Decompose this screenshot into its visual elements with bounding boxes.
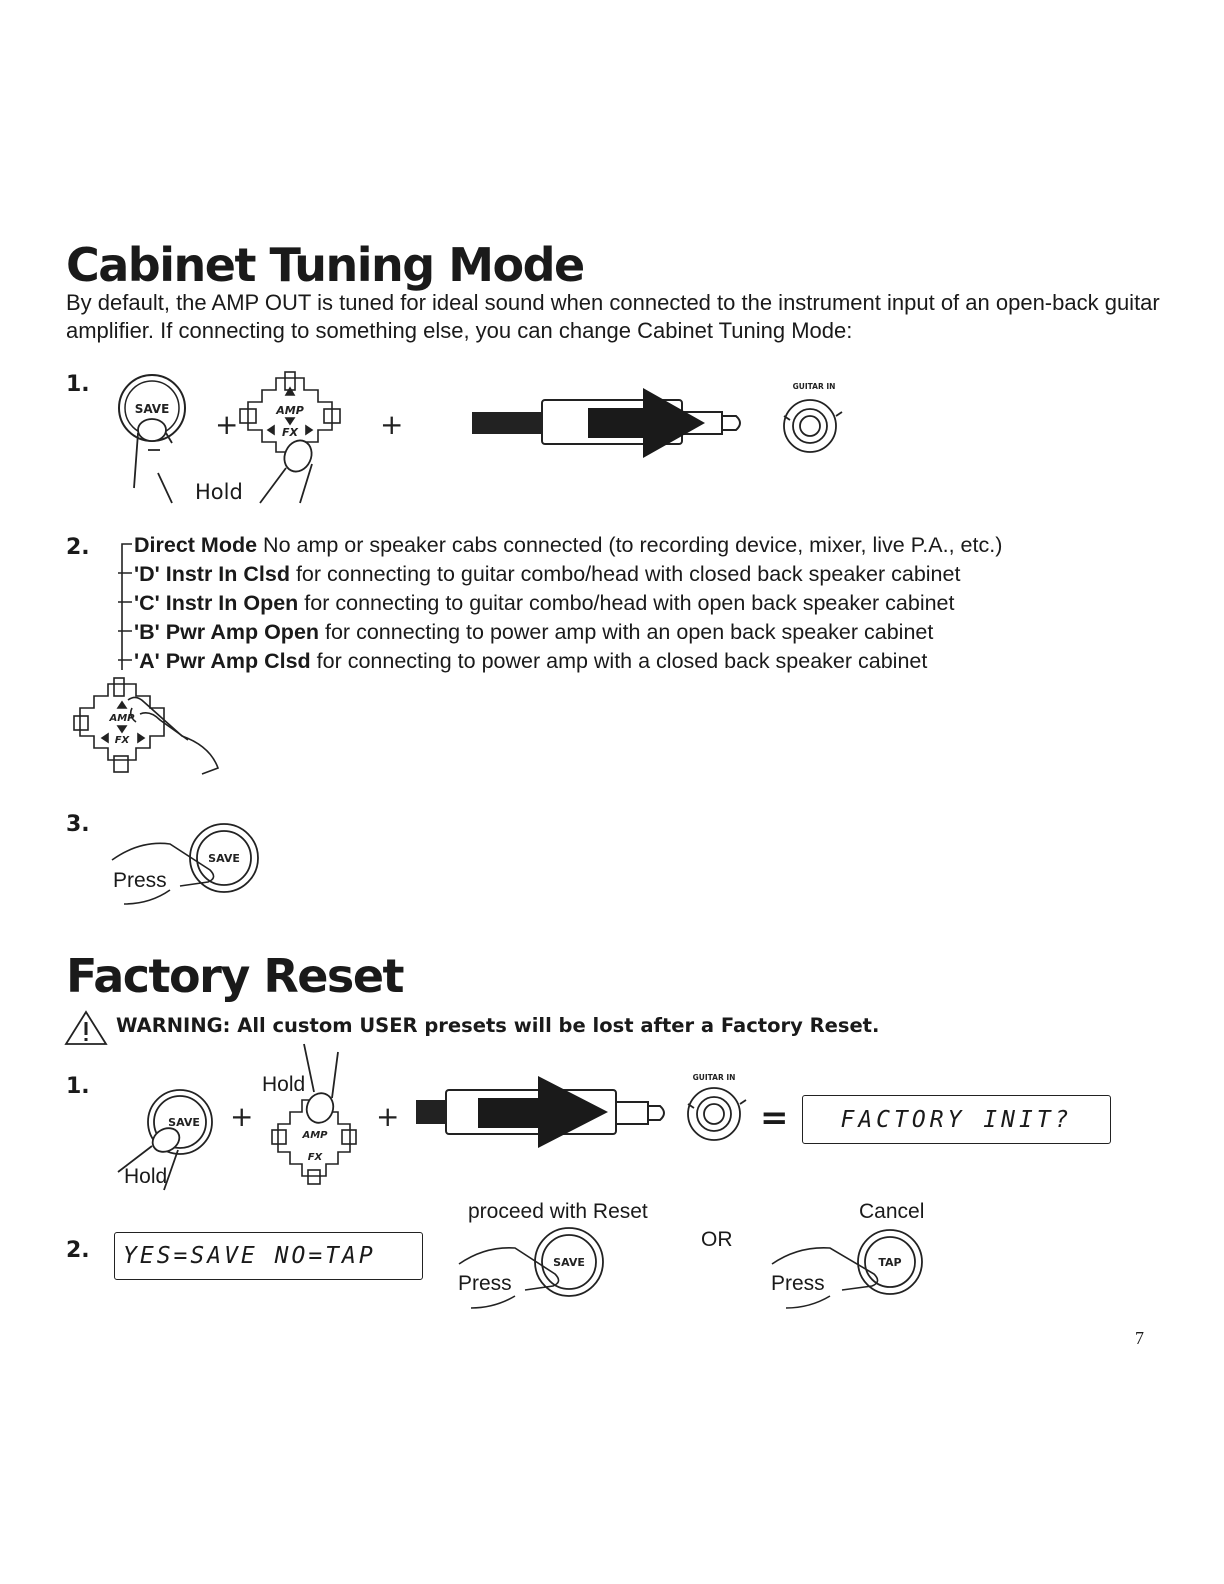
step-number: 1.	[66, 1074, 90, 1099]
amp-fx-knob-icon	[239, 371, 341, 453]
hold-label: Hold	[262, 1073, 306, 1096]
plus-sign: +	[380, 408, 403, 441]
press-save-illustration: SAVE	[458, 1227, 604, 1309]
step2-illustration: AMP FX	[73, 677, 220, 775]
finger-icon	[259, 439, 313, 504]
hand-icon	[771, 1247, 879, 1309]
hand-icon	[127, 696, 220, 775]
press-label: Press	[113, 869, 167, 892]
save-button-icon	[147, 1089, 213, 1155]
insert-arrow-icon	[478, 1076, 608, 1148]
finger-icon	[303, 1043, 339, 1124]
insert-arrow-icon	[588, 388, 705, 458]
press-label: Press	[458, 1272, 512, 1295]
amp-fx-knob-icon	[73, 677, 165, 773]
step-number: 3.	[66, 812, 90, 837]
hand-icon	[458, 1247, 560, 1309]
intro-paragraph: By default, the AMP OUT is tuned for ide…	[66, 290, 1160, 343]
knob-fx-label: FX	[115, 735, 131, 746]
finger-icon	[117, 1127, 181, 1191]
knob-amp-label: AMP	[275, 404, 304, 417]
proceed-label: proceed with Reset	[468, 1200, 648, 1223]
step-number: 1.	[66, 372, 90, 397]
guitar-in-label: GUITAR IN	[693, 1073, 736, 1082]
save-button-icon	[534, 1227, 604, 1297]
cabinet-mode-list: Direct Mode No amp or speaker cabs conne…	[134, 531, 1002, 676]
mode-direct: Direct Mode No amp or speaker cabs conne…	[134, 533, 1003, 557]
section-title-cabinet-tuning: Cabinet Tuning Mode	[66, 238, 585, 292]
lcd-display-factory-init: FACTORY INIT?	[802, 1095, 1111, 1144]
plus-sign: +	[215, 408, 238, 441]
mode-a-pwr-amp-clsd: 'A' Pwr Amp Clsd for connecting to power…	[134, 649, 928, 673]
lcd-display-yes-no: YES=SAVE NO=TAP	[114, 1232, 423, 1280]
guitar-in-jack: GUITAR IN	[687, 1073, 747, 1141]
warning-icon	[64, 1010, 108, 1045]
page-number: 7	[1135, 1328, 1144, 1348]
knob-fx-label: FX	[308, 1152, 324, 1163]
step3-illustration: SAVE	[111, 823, 259, 905]
press-tap-illustration: TAP	[771, 1229, 923, 1309]
step1-illustration: SAVE + AMP FX Hold + GUITAR IN	[118, 371, 843, 504]
guitar-in-label: GUITAR IN	[793, 382, 836, 391]
svg-text:SAVE: SAVE	[208, 852, 240, 865]
mode-c-instr-in-open: 'C' Instr In Open for connecting to guit…	[134, 591, 955, 615]
guitar-in-jack-icon	[783, 399, 843, 453]
svg-text:SAVE: SAVE	[135, 402, 170, 416]
hold-label: Hold	[195, 480, 243, 504]
knob-amp-label: AMP	[301, 1130, 328, 1141]
save-button-icon	[189, 823, 259, 893]
reset-step1-illustration: SAVE + AMP FX +	[117, 1043, 665, 1191]
mode-list-bracket	[118, 543, 132, 670]
step-number: 2.	[66, 535, 90, 560]
step-number: 2.	[66, 1238, 90, 1263]
cancel-label: Cancel	[859, 1200, 925, 1223]
svg-text:SAVE: SAVE	[168, 1116, 200, 1129]
hold-label: Hold	[124, 1165, 168, 1188]
equals-sign: =	[760, 1098, 789, 1138]
press-label: Press	[771, 1272, 825, 1295]
plus-sign: +	[376, 1100, 399, 1133]
knob-amp-label: AMP	[108, 713, 135, 724]
section-title-factory-reset: Factory Reset	[66, 949, 405, 1003]
hand-icon	[111, 842, 215, 905]
mode-d-instr-in-clsd: 'D' Instr In Clsd for connecting to guit…	[134, 562, 961, 586]
svg-text:TAP: TAP	[878, 1256, 901, 1269]
finger-icon	[133, 418, 173, 504]
or-label: OR	[701, 1228, 733, 1251]
knob-fx-label: FX	[282, 426, 299, 439]
plus-sign: +	[230, 1100, 253, 1133]
guitar-in-jack-icon	[687, 1087, 747, 1141]
svg-text:SAVE: SAVE	[553, 1256, 585, 1269]
tap-button-icon	[857, 1229, 923, 1295]
mode-b-pwr-amp-open: 'B' Pwr Amp Open for connecting to power…	[134, 620, 934, 644]
amp-fx-knob-icon	[271, 1099, 357, 1185]
warning-text: WARNING: All custom USER presets will be…	[116, 1014, 880, 1037]
